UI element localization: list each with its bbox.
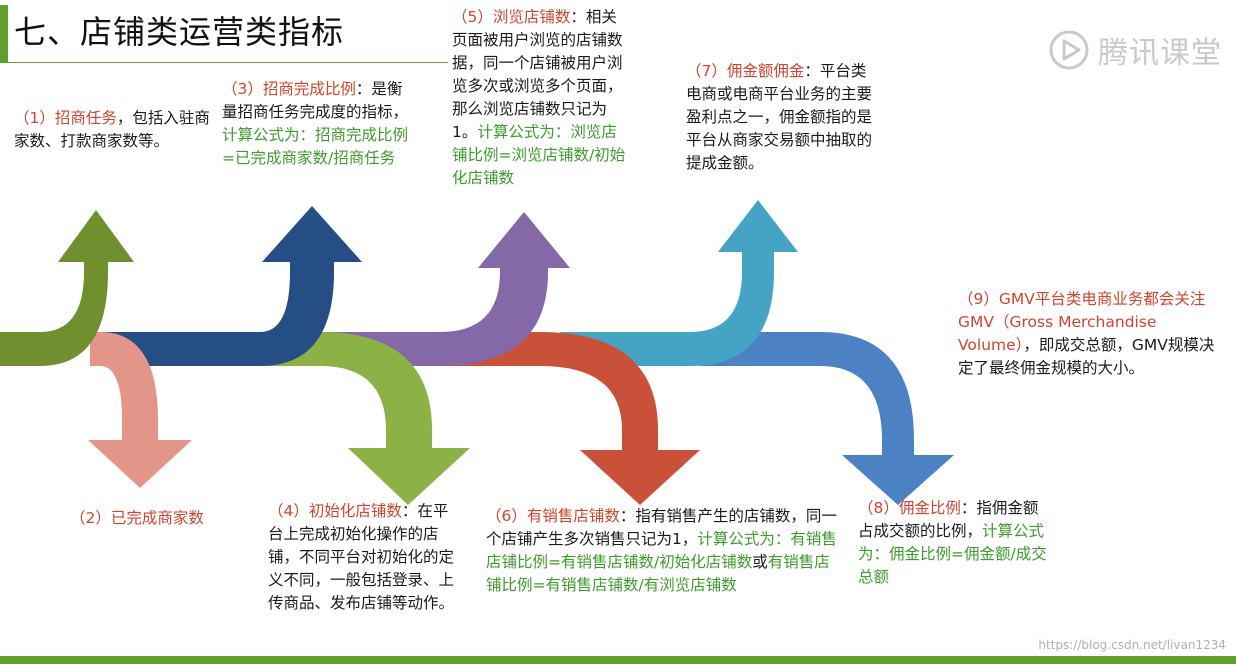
item-1-heading: （1）招商任务 [14, 109, 117, 127]
item-6-text: （6）有销售店铺数：指有销售产生的店铺数，同一个店铺产生多次销售只记为1，计算公… [486, 505, 838, 597]
item-8-body: ：指佣金额占成交额的比例， [858, 499, 1039, 540]
arrow-7 [560, 200, 798, 366]
item-4-text: （4）初始化店铺数：在平台上完成初始化操作的店铺，不同平台对初始化的定义不同，一… [268, 500, 458, 615]
item-6-formula-2: 有销售店铺比例=有销售店铺数/有浏览店铺数 [486, 553, 830, 594]
item-8-text: （8）佣金比例：指佣金额占成交额的比例，计算公式为：佣金比例=佣金额/成交总额 [858, 497, 1050, 589]
item-2-text: （2）已完成商家数 [70, 507, 290, 530]
arrow-1 [0, 210, 134, 366]
item-3-text: （3）招商完成比例：是衡量招商任务完成度的指标， 计算公式为：招商完成比例=已完成… [222, 78, 408, 170]
arrow-8 [700, 332, 954, 505]
item-8-formula: 计算公式为：佣金比例=佣金额/成交总额 [858, 522, 1047, 586]
item-1-body: ，包括入驻商家数、打款商家数等。 [14, 109, 210, 150]
arrow-5 [300, 212, 570, 366]
item-2-heading: （2）已完成商家数 [70, 509, 204, 527]
item-9-text: （9）GMV平台类电商业务都会关注GMV（Gross Merchandise V… [958, 288, 1222, 380]
item-3-body: ：是衡量招商任务完成度的指标， [222, 80, 409, 121]
arrow-3 [90, 206, 362, 366]
item-7-heading: （7）佣金额佣金 [686, 62, 805, 80]
item-9-heading: （9）GMV平台类电商业务都会关注GMV（Gross Merchandise V… [958, 290, 1206, 354]
page-title: 七、店铺类运营类指标 [14, 13, 345, 51]
title-underline [8, 62, 448, 63]
arrow-6 [430, 332, 700, 505]
arrow-4 [230, 332, 470, 505]
item-7-body: ：平台类电商或电商平台业务的主要盈利点之一，佣金额指的是平台从商家交易额中抽取的… [686, 62, 873, 172]
logo-text: 腾讯课堂 [1098, 36, 1222, 71]
logo: 腾讯课堂 [1048, 28, 1222, 72]
item-6-heading: （6）有销售店铺数 [486, 507, 620, 525]
item-5-heading: （5）浏览店铺数 [452, 8, 571, 26]
item-6-or: 或 [752, 553, 768, 571]
play-logo-icon [1049, 30, 1089, 70]
title-accent-bar [0, 5, 8, 63]
watermark: https://blog.csdn.net/livan1234 [1038, 638, 1226, 652]
item-3-heading: （3）招商完成比例 [222, 80, 356, 98]
item-5-body: ：相关页面被用户浏览的店铺数据，同一个店铺被用户浏览多次或浏览多个页面，那么浏览… [452, 8, 623, 141]
item-4-heading: （4）初始化店铺数 [268, 502, 402, 520]
item-6-formula: 计算公式为：有销售店铺比例=有销售店铺数/初始化店铺数 [486, 530, 837, 571]
item-4-body: ：在平台上完成初始化操作的店铺，不同平台对初始化的定义不同，一般包括登录、上传商… [268, 502, 455, 612]
item-5-text: （5）浏览店铺数：相关页面被用户浏览的店铺数据，同一个店铺被用户浏览多次或浏览多… [452, 6, 632, 190]
item-7-text: （7）佣金额佣金：平台类电商或电商平台业务的主要盈利点之一，佣金额指的是平台从商… [686, 60, 872, 175]
item-9-body: ，即成交总额，GMV规模决定了最终佣金规模的大小。 [958, 336, 1215, 377]
item-6-body: ：指有销售产生的店铺数，同一个店铺产生多次销售只记为1， [486, 507, 837, 548]
arrow-2 [88, 332, 192, 488]
bottom-accent-bar [0, 656, 1236, 664]
item-3-formula: 计算公式为：招商完成比例=已完成商家数/招商任务 [222, 126, 409, 167]
item-1-text: （1）招商任务，包括入驻商家数、打款商家数等。 [14, 107, 214, 153]
item-5-formula: 计算公式为：浏览店铺比例=浏览店铺数/初始化店铺数 [452, 123, 626, 187]
item-8-heading: （8）佣金比例 [858, 499, 961, 517]
